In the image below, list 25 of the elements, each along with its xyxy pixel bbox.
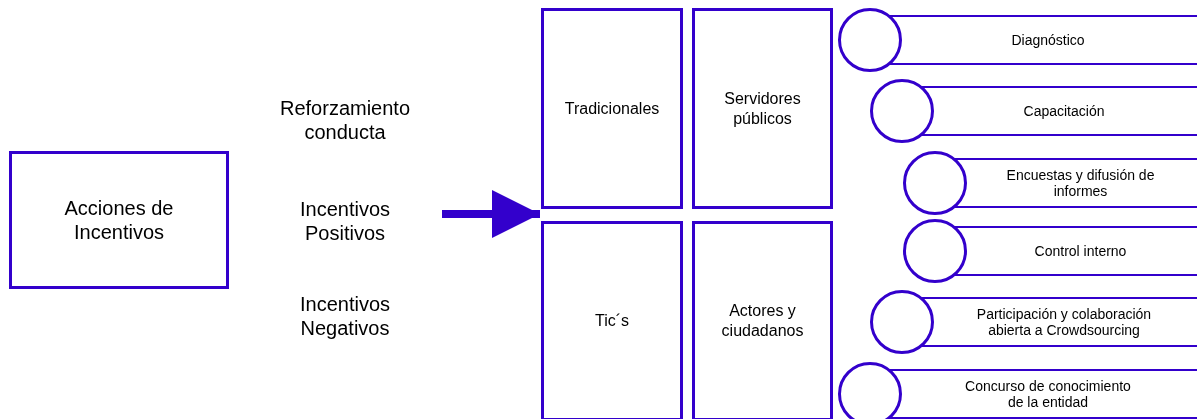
process-box bbox=[692, 221, 833, 419]
node-text: Servidores públicos bbox=[723, 88, 802, 129]
node-text: Tradicionales bbox=[563, 98, 661, 119]
node-text: Diagnóstico bbox=[1010, 32, 1086, 48]
label-text: Incentivos Positivos bbox=[298, 197, 392, 245]
process-box bbox=[692, 8, 833, 209]
node-text: Actores y ciudadanos bbox=[720, 301, 805, 341]
node-text: Concurso de conocimiento de la entidad bbox=[964, 378, 1132, 410]
pill-shape bbox=[903, 151, 1197, 215]
label-text: Reforzamiento conducta bbox=[278, 96, 412, 144]
process-box bbox=[541, 8, 683, 209]
process-box bbox=[9, 151, 229, 289]
node-text: Tic´s bbox=[593, 311, 631, 331]
node-text: Control interno bbox=[1033, 243, 1128, 259]
pill-shape bbox=[838, 8, 1197, 72]
pill-shape bbox=[838, 362, 1197, 419]
pill-shape bbox=[870, 79, 1197, 143]
pill-shape bbox=[903, 219, 1197, 283]
node-text: Acciones de Incentivos bbox=[63, 196, 175, 244]
node-text: Participación y colaboración abierta a Crowdsourcing bbox=[975, 306, 1153, 338]
label-text: Incentivos Negativos bbox=[298, 292, 392, 340]
pill-shape bbox=[870, 290, 1197, 354]
process-box bbox=[541, 221, 683, 419]
node-text: Encuestas y difusión de informes bbox=[1005, 167, 1156, 199]
node-text: Capacitación bbox=[1022, 103, 1106, 119]
